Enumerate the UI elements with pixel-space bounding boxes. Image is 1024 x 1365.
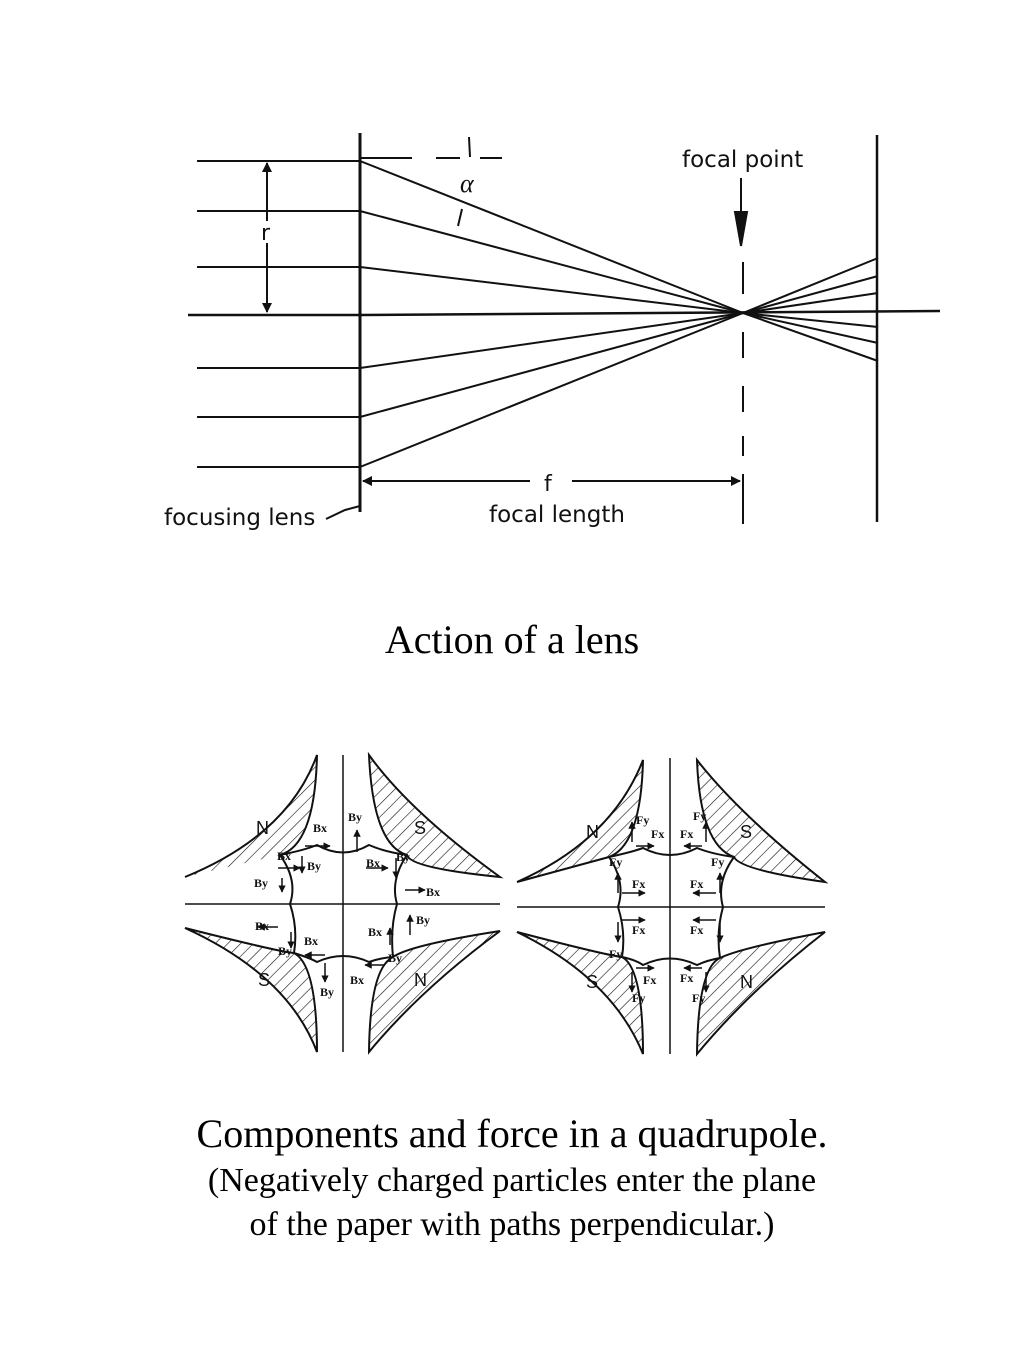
quadrupole-caption-title: Components and force in a quadrupole.: [196, 1111, 828, 1156]
pole-n-lower-right: [367, 930, 501, 1055]
alpha-tick: [457, 208, 463, 227]
converging-ray: [359, 160, 744, 314]
force-label: Fx: [651, 827, 664, 841]
pole-s-upper-right: [367, 751, 504, 879]
pole-label: S: [586, 972, 598, 992]
force-label: Fx: [680, 971, 693, 985]
diverging-ray: [742, 312, 879, 344]
quadrupole-caption-note-1: (Negatively charged particles enter the …: [207, 1162, 817, 1199]
force-label: Fx: [680, 827, 693, 841]
focal-point-arrowhead: [733, 211, 749, 247]
force-label: Fx: [690, 923, 703, 937]
inner-arc-top: [608, 846, 735, 858]
pole-n-lower-right: [695, 931, 826, 1057]
field-label: Bx: [277, 849, 291, 863]
field-label: By: [307, 859, 321, 873]
lens-diagram: [188, 133, 941, 524]
quadrupole-force-diagram: N S S N Fy Fx Fy Fx Fy Fy Fx Fx Fx Fx Fy…: [516, 756, 829, 1057]
force-label: Fy: [636, 813, 649, 827]
pole-label: N: [256, 818, 269, 838]
alpha-label: α: [460, 169, 475, 198]
diverging-ray: [742, 257, 879, 314]
pole-label: N: [740, 972, 753, 992]
force-label: Fy: [609, 855, 622, 869]
field-label: By: [320, 985, 334, 999]
field-label: By: [254, 876, 268, 890]
converging-ray: [359, 312, 744, 418]
pole-label: S: [414, 818, 426, 838]
field-label: Bx: [366, 856, 380, 870]
inner-arc-right: [717, 856, 735, 959]
pole-label: S: [740, 822, 752, 842]
field-label: By: [388, 951, 402, 965]
force-label: Fx: [690, 877, 703, 891]
diverging-ray: [742, 312, 879, 362]
converging-ray: [359, 312, 744, 369]
converging-ray: [359, 312, 744, 468]
pole-s-upper-right: [695, 756, 829, 884]
field-label: Bx: [255, 919, 269, 933]
inner-arc-top: [279, 843, 408, 856]
field-label: Bx: [426, 885, 440, 899]
field-label: By: [416, 913, 430, 927]
focusing-lens-label: focusing lens: [164, 505, 315, 531]
force-label: Fy: [609, 947, 622, 961]
lens-caption: Action of a lens: [384, 617, 640, 662]
force-label: Fy: [632, 991, 645, 1005]
quadrupole-caption-note-2: of the paper with paths perpendicular.): [249, 1206, 775, 1243]
pole-label: N: [414, 970, 427, 990]
field-label: By: [278, 944, 292, 958]
alpha-tick: [468, 136, 471, 158]
force-label: Fx: [632, 923, 645, 937]
pole-label: S: [258, 970, 270, 990]
pole-s-lower-left: [516, 931, 644, 1055]
axis-continuation: [359, 309, 941, 317]
diverging-ray: [742, 312, 879, 328]
focal-point-label: focal point: [682, 147, 803, 173]
force-label: Fy: [693, 809, 706, 823]
field-label: Bx: [304, 934, 318, 948]
focusing-lens-leader: [325, 505, 361, 520]
force-label: Fy: [692, 991, 705, 1005]
inner-arc-left: [608, 856, 625, 958]
pole-n-upper-left: [184, 754, 318, 878]
lens-labels: focal point α r f focal length focusing …: [164, 147, 803, 531]
field-label: By: [348, 810, 362, 824]
diverging-ray: [742, 275, 879, 314]
focal-length-label: focal length: [489, 502, 625, 528]
force-label: Fx: [643, 973, 656, 987]
force-label: Fx: [632, 877, 645, 891]
converging-ray: [359, 266, 744, 314]
field-label: Bx: [350, 973, 364, 987]
quadrupole-field-diagram: N S S N By Bx Bx By By Bx By Bx Bx By By…: [184, 751, 504, 1055]
field-label: By: [396, 850, 410, 864]
inner-arc-right: [391, 854, 408, 958]
pole-label: N: [586, 822, 599, 842]
diverging-ray: [742, 292, 879, 314]
r-label: r: [261, 221, 271, 246]
converging-ray: [359, 210, 744, 314]
force-label: Fy: [711, 855, 724, 869]
pole-n-upper-left: [516, 759, 644, 883]
inner-arc-bottom: [621, 956, 721, 967]
inner-arc-left: [279, 854, 297, 954]
pole-s-lower-left: [184, 927, 318, 1053]
field-label: Bx: [368, 925, 382, 939]
f-label: f: [544, 472, 553, 497]
field-label: Bx: [313, 821, 327, 835]
